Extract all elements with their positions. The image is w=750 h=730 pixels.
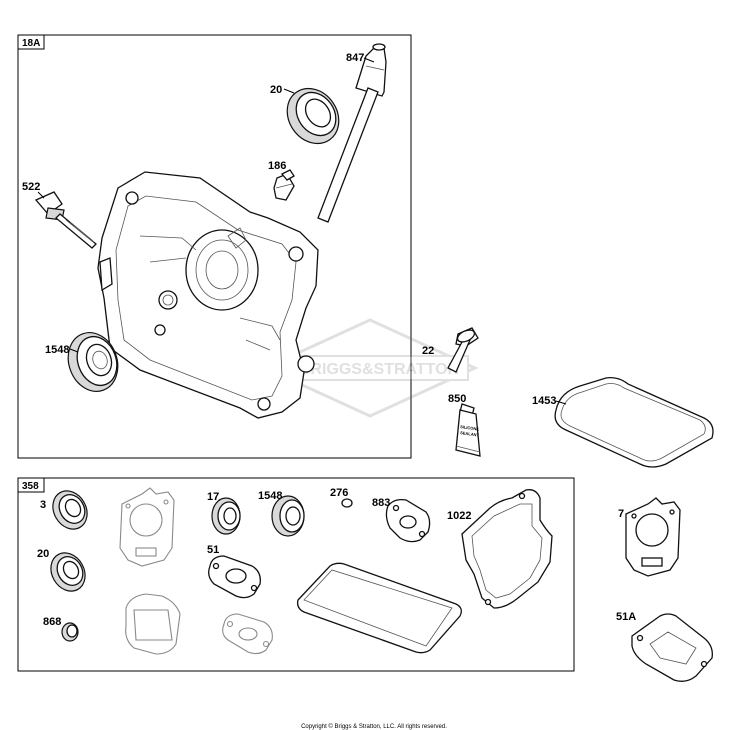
callout-51a: 51A [616,611,636,623]
leader-1548-top [69,348,79,353]
kit-tag-358-frame [17,477,45,493]
valve-cover-gasket-gray-part [125,593,181,655]
leader-847 [363,57,375,63]
bearing-17-part [211,497,241,535]
bearing-part [67,332,119,392]
seal-3-part [52,490,88,530]
leader-1453 [555,400,567,405]
callout-1548-top: 1548 [45,344,69,356]
callout-186: 186 [268,160,286,172]
gasket-1453-part [554,376,714,468]
intake-gasket-gray-part [222,613,273,655]
callout-850: 850 [448,393,466,405]
watermark-text: BRIGGS&STRATTON [299,361,459,378]
sealant-tube-part: SILICONE SEALANT [455,403,481,457]
crankcase-cover-part [97,171,319,419]
head-gasket-7-part [625,497,681,577]
kit-tag-18a-frame [17,34,45,50]
head-gasket-gray-part [119,487,175,567]
leader-20-top [283,88,295,94]
bolt-part [447,327,479,373]
seal-20-part [50,552,86,592]
callout-1453: 1453 [532,395,556,407]
dipstick-tube-part [317,43,387,223]
callout-20-bottom: 20 [37,548,49,560]
gasket-51-part [208,555,261,599]
copyright-notice: Copyright © Briggs & Stratton, LLC. All … [301,723,447,730]
callout-22: 22 [422,345,434,357]
dipstick-part [34,191,97,249]
gasket-1022-part [461,489,553,609]
gasket-883-part [385,498,431,543]
callout-276: 276 [330,487,348,499]
kit-box-18a [17,34,412,459]
o-ring-part [341,498,353,508]
leader-522 [37,191,45,199]
valve-seal-part [61,622,79,642]
callout-1022: 1022 [447,510,471,522]
kit-tag-358: 358 [22,481,39,492]
oil-seal-part [286,87,340,145]
callout-3: 3 [40,499,46,511]
fitting-part [273,169,295,201]
callout-883: 883 [372,497,390,509]
tube-label-line-1: SILICONE [460,424,480,432]
callout-17: 17 [207,491,219,503]
callout-51: 51 [207,544,219,556]
callout-7: 7 [618,508,624,520]
callout-522: 522 [22,181,40,193]
kit-tag-18a: 18A [22,38,40,49]
callout-1548-bottom: 1548 [258,490,282,502]
gasket-51a-part [631,613,713,682]
callout-847: 847 [346,52,364,64]
kit-box-358 [17,477,575,672]
callout-20-top: 20 [270,84,282,96]
tube-label-line-2: SEALANT [460,430,480,438]
bearing-1548-part [271,495,305,537]
callout-868: 868 [43,616,61,628]
rectangular-gasket-part [296,562,462,654]
